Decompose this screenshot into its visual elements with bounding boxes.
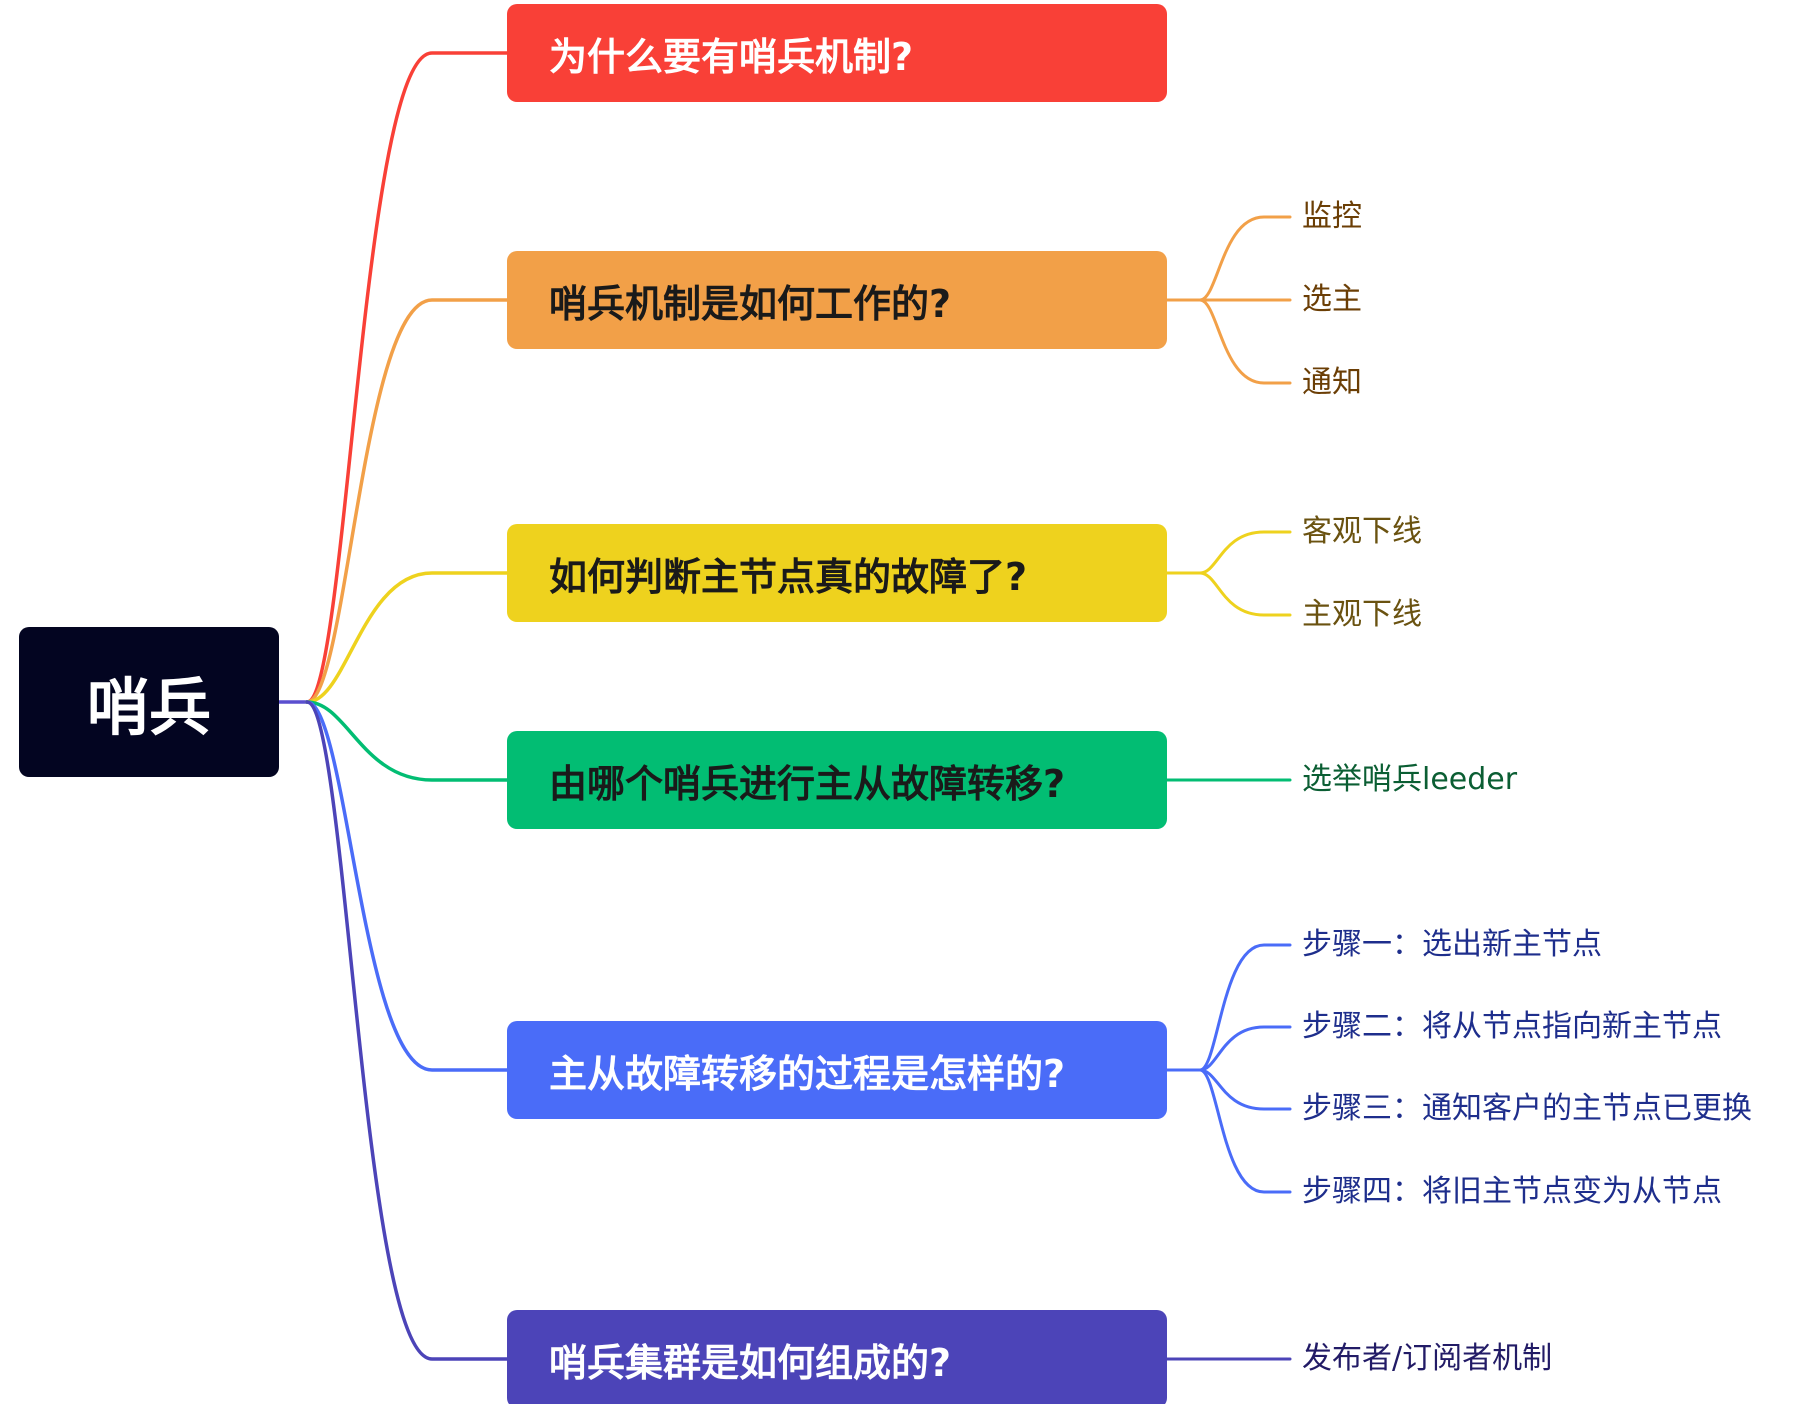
branch-node-4: 由哪个哨兵进行主从故障转移?	[507, 731, 1167, 829]
leaf-node-5-3: 步骤三：通知客户的主节点已更换	[1302, 1091, 1752, 1126]
leaf-node-2-1: 监控	[1302, 199, 1362, 234]
leaf-node-3-1: 客观下线	[1302, 514, 1422, 549]
leaf-node-5-2: 步骤二：将从节点指向新主节点	[1302, 1009, 1722, 1044]
branch-label: 主从故障转移的过程是怎样的?	[549, 1051, 1066, 1096]
leaf-node-4-1: 选举哨兵leeder	[1302, 762, 1518, 797]
connector-leaf-2-3	[1165, 298, 1292, 385]
connector-leaf-5-1	[1165, 943, 1292, 1072]
connector-branch-3	[305, 571, 509, 704]
branch-node-5: 主从故障转移的过程是怎样的?	[507, 1021, 1167, 1119]
leaf-node-3-2: 主观下线	[1302, 597, 1422, 632]
leaf-node-2-3: 通知	[1302, 365, 1362, 400]
branch-label: 为什么要有哨兵机制?	[549, 34, 914, 79]
connector-leaf-5-3	[1165, 1068, 1292, 1111]
branch-label: 由哪个哨兵进行主从故障转移?	[549, 761, 1066, 806]
connector-leaf-5-2	[1165, 1025, 1292, 1072]
connector-branch-4	[305, 700, 509, 782]
connector-branch-5	[305, 700, 509, 1072]
root-node: 哨兵	[19, 627, 279, 777]
leaf-node-5-4: 步骤四：将旧主节点变为从节点	[1302, 1174, 1722, 1209]
branch-node-1: 为什么要有哨兵机制?	[507, 4, 1167, 102]
leaf-node-5-1: 步骤一：选出新主节点	[1302, 927, 1602, 962]
branch-label: 哨兵集群是如何组成的?	[549, 1340, 952, 1385]
connector-branch-1	[305, 51, 509, 704]
connector-leaf-5-4	[1165, 1068, 1292, 1194]
connector-branch-6	[305, 700, 509, 1361]
branch-node-2: 哨兵机制是如何工作的?	[507, 251, 1167, 349]
connector-branch-2	[305, 298, 509, 704]
branch-label: 哨兵机制是如何工作的?	[549, 281, 952, 326]
leaf-node-6-1: 发布者/订阅者机制	[1302, 1341, 1553, 1376]
branch-node-6: 哨兵集群是如何组成的?	[507, 1310, 1167, 1404]
connector-leaf-3-1	[1165, 530, 1292, 575]
connector-leaf-3-2	[1165, 571, 1292, 617]
leaf-node-2-2: 选主	[1302, 282, 1362, 317]
branch-label: 如何判断主节点真的故障了?	[549, 554, 1028, 599]
branch-node-3: 如何判断主节点真的故障了?	[507, 524, 1167, 622]
connector-leaf-2-1	[1165, 215, 1292, 302]
